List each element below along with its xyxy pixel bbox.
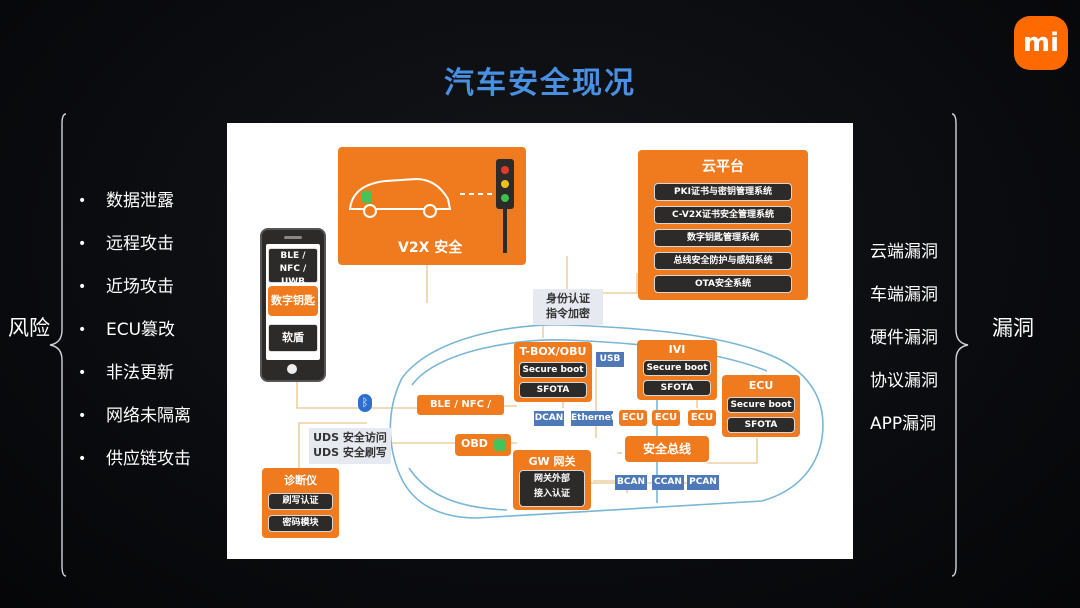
auth-note: 身份认证 指令加密 xyxy=(533,289,603,325)
ecu-chip: ECU xyxy=(688,410,716,426)
security-architecture-diagram: V2X 安全 云平台 PKI证书与密钥管理系统 C-V2X证书安全管理系统 数字… xyxy=(227,123,853,559)
ivi-box: IVI Secure boot SFOTA xyxy=(637,340,717,400)
vulnerability-list: 云端漏洞 车端漏洞 硬件漏洞 协议漏洞 APP漏洞 xyxy=(870,237,938,452)
left-brace xyxy=(49,113,67,577)
ecu-box: ECU Secure boot SFOTA xyxy=(722,375,800,437)
vulnerability-item: 云端漏洞 xyxy=(870,242,938,262)
ivi-title: IVI xyxy=(668,343,686,356)
gw-title: GW 网关 xyxy=(528,455,576,468)
obd-port: OBD xyxy=(455,434,511,456)
v2x-label: V2X 安全 xyxy=(398,240,463,256)
vulnerability-item: APP漏洞 xyxy=(870,414,937,434)
diag-crypto-module: 密码模块 xyxy=(268,515,333,532)
ethernet-label: Ethernet xyxy=(571,411,615,426)
bullet-0: • xyxy=(78,193,87,209)
ivi-secure-boot: Secure boot xyxy=(643,360,711,376)
ecu-secure-boot: Secure boot xyxy=(727,397,795,413)
vulnerability-item: 车端漏洞 xyxy=(870,285,938,305)
right-brace xyxy=(951,113,969,577)
risk-item: • 非法更新 xyxy=(78,358,191,401)
risk-text: 近场攻击 xyxy=(106,277,174,297)
security-bus: 安全总线 xyxy=(625,436,709,462)
brand-logo: mi xyxy=(1014,16,1068,70)
ecu-chip: ECU xyxy=(652,410,680,426)
bullet-5: • xyxy=(78,408,87,424)
risk-item: • 近场攻击 xyxy=(78,272,191,315)
bullet-2: • xyxy=(78,279,87,295)
slide-title: 汽车安全现况 xyxy=(444,66,636,101)
ecu-sfota: SFOTA xyxy=(727,417,795,433)
tbox-sfota: SFOTA xyxy=(519,382,587,398)
cloud-item: 数字钥匙管理系统 xyxy=(654,229,792,247)
bluetooth-icon: ᛒ xyxy=(358,394,372,412)
bullet-1: • xyxy=(78,236,87,252)
cloud-item: OTA安全系统 xyxy=(654,275,792,293)
risk-text: 数据泄露 xyxy=(106,191,174,211)
auth-note-line: 指令加密 xyxy=(546,307,590,320)
speaker-icon xyxy=(284,236,302,239)
risk-text: 网络未隔离 xyxy=(106,406,191,426)
gw-item: 网关外部 xyxy=(533,474,570,484)
risk-item: • 数据泄露 xyxy=(78,186,191,229)
bcan-label: BCAN xyxy=(615,475,647,490)
vulnerability-label: 漏洞 xyxy=(992,316,1034,340)
risk-item: • ECU篡改 xyxy=(78,315,191,358)
signal-dashes-icon xyxy=(460,193,494,195)
ccan-label: CCAN xyxy=(652,475,684,490)
uds-note-line: UDS 安全访问 xyxy=(313,431,387,444)
bullet-6: • xyxy=(78,451,87,467)
ecu-chip: ECU xyxy=(619,410,647,426)
dcan-label: DCAN xyxy=(534,411,564,426)
pcan-label: PCAN xyxy=(687,475,719,490)
risk-label: 风险 xyxy=(8,316,50,340)
cloud-platform-box: 云平台 PKI证书与密钥管理系统 C-V2X证书安全管理系统 数字钥匙管理系统 … xyxy=(638,150,808,300)
traffic-light-icon xyxy=(496,159,514,253)
ble-nfc-uwb-label: BLE / NFC / UWB xyxy=(417,395,504,430)
risk-list: • 数据泄露 • 远程攻击 • 近场攻击 • ECU篡改 • 非法更新 • 网络未隔离 • 供… xyxy=(78,186,191,487)
tbox-obu-box: T-BOX/OBU Secure boot SFOTA xyxy=(514,342,592,402)
tbox-secure-boot: Secure boot xyxy=(519,362,587,378)
vulnerability-item: 协议漏洞 xyxy=(870,371,938,391)
usb-label: USB xyxy=(596,352,624,367)
cloud-item: PKI证书与密钥管理系统 xyxy=(654,183,792,201)
risk-text: 远程攻击 xyxy=(106,234,174,254)
uds-note-line: UDS 安全刷写 xyxy=(313,446,387,459)
gw-gateway-box: GW 网关 网关外部 接入认证 xyxy=(513,450,591,510)
gw-auth-block: 网关外部 接入认证 xyxy=(519,470,585,507)
uds-note: UDS 安全访问 UDS 安全刷写 xyxy=(309,428,391,464)
phone-soft-shield: 软盾 xyxy=(268,324,318,352)
phone-digital-key: 数字钥匙 xyxy=(268,286,318,316)
v2x-security-box: V2X 安全 xyxy=(338,147,526,265)
risk-text: 非法更新 xyxy=(106,363,174,383)
bullet-3: • xyxy=(78,322,87,338)
diag-flash-auth: 刷写认证 xyxy=(268,493,333,510)
auth-note-line: 身份认证 xyxy=(546,292,590,305)
risk-item: • 远程攻击 xyxy=(78,229,191,272)
phone-ble-item: BLE / NFC / UWB xyxy=(268,248,318,287)
bullet-4: • xyxy=(78,365,87,381)
obd-connector-icon xyxy=(494,439,506,451)
phone-screen: BLE / NFC / UWB 数字钥匙 软盾 xyxy=(266,244,320,360)
risk-text: ECU篡改 xyxy=(106,320,176,340)
cloud-item: 总线安全防护与感知系统 xyxy=(654,252,792,270)
obd-label: OBD xyxy=(461,437,488,450)
gw-item: 接入认证 xyxy=(533,489,570,499)
ivi-sfota: SFOTA xyxy=(643,380,711,396)
ecu-title: ECU xyxy=(748,379,774,392)
cloud-platform-title: 云平台 xyxy=(702,159,744,175)
risk-item: • 供应链攻击 xyxy=(78,444,191,487)
cloud-item: C-V2X证书安全管理系统 xyxy=(654,206,792,224)
risk-item: • 网络未隔离 xyxy=(78,401,191,444)
diag-title: 诊断仪 xyxy=(284,474,317,487)
car-icon xyxy=(348,177,452,218)
smartphone: BLE / NFC / UWB 数字钥匙 软盾 xyxy=(260,228,326,382)
home-button-icon xyxy=(287,364,297,374)
tbox-title: T-BOX/OBU xyxy=(519,345,587,358)
risk-text: 供应链攻击 xyxy=(106,449,191,469)
vulnerability-item: 硬件漏洞 xyxy=(870,328,938,348)
diagnostic-tool-box: 诊断仪 刷写认证 密码模块 xyxy=(262,468,339,538)
